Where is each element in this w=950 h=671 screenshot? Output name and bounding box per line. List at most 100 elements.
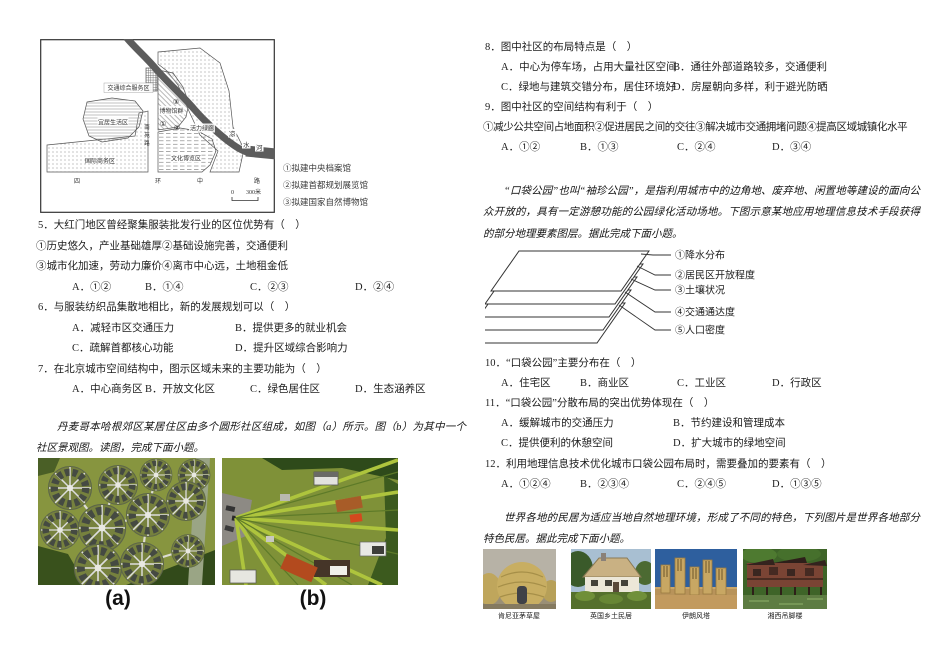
question-11-options-ab: A．缓解城市的交通压力 B．节约建设和管理成本 — [483, 414, 920, 434]
question-12-stem: 12．利用地理信息技术优化城市口袋公园布局时，需要叠加的要素有（ ） — [485, 458, 832, 470]
question-6-options-ab: A．减轻市区交通压力 B．提供更多的就业机会 — [36, 319, 466, 340]
figure-a-label: (a) — [105, 586, 131, 610]
map-label-business: 国际商务区 — [85, 157, 115, 165]
question-5-sub2: ③城市化加速，劳动力廉价④离市中心远，土地租金低 — [36, 261, 288, 272]
map-label-culture: 文化博览区 — [171, 155, 201, 163]
map-river-label: 凉 水 河 — [228, 129, 264, 152]
material-community-paragraph: 丹麦哥本哈根郊区某居住区由多个圆形社区组成，如图（a）所示。图（b）为其中一个社… — [36, 421, 466, 455]
option-c: C．绿地与建筑交错分布，居住环境好 — [501, 82, 677, 94]
option-d: D．扩大城市的绿地空间 — [673, 438, 786, 450]
option-a: A．缓解城市的交通压力 — [501, 418, 614, 430]
option-a: A．中心商务区 — [72, 384, 143, 395]
option-d: D．③④ — [772, 142, 812, 154]
photo-kenya-thatched-hut — [483, 548, 556, 609]
caption-iran: 伊朗风塔 — [682, 611, 710, 620]
option-a: A．减轻市区交通压力 — [72, 322, 175, 334]
question-11-stem: 11．“口袋公园”分散布局的突出优势体现在（ ） — [485, 398, 715, 410]
option-d: D．②④ — [355, 281, 395, 293]
map-road-ring-label: 四 环 中 路 — [74, 177, 260, 185]
figure-labels: (a) (b) — [36, 587, 466, 613]
option-a: A．①②④ — [501, 478, 551, 490]
question-5-stem: 5．大红门地区曾经聚集服装批发行业的区位优势有（ ） — [38, 220, 306, 231]
question-8-options-cd: C．绿地与建筑交错分布，居住环境好D．房屋朝向多样，利于避光防晒 — [483, 78, 920, 98]
option-b: B．节约建设和管理成本 — [673, 418, 786, 430]
svg-text:路: 路 — [144, 139, 150, 147]
legend-item: ①拟建中央档案馆 — [283, 163, 352, 173]
layer-label-precipitation: ①降水分布 — [675, 249, 725, 262]
map-region-labels: 交通综合服务区 博物馆群 活力绿廊 文化博览区 宜居生活区 国际商务区 — [85, 82, 215, 165]
question-8-options-ab: A．中心为停车场，占用大量社区空间B．通往外部道路较多，交通便利 — [483, 58, 920, 78]
photo-english-cottage — [571, 548, 651, 609]
option-b: B．通往外部道路较多，交通便利 — [673, 62, 828, 74]
option-b: B．提供更多的就业机会 — [235, 322, 348, 334]
option-b: B．①③ — [580, 142, 619, 154]
material-folk-houses-paragraph: 世界各地的民居为适应当地自然地理环境，形成了不同的特色，下列图片是世界各地部分特… — [483, 512, 920, 546]
question-7-stem: 7．在北京城市空间结构中，图示区域未来的主要功能为（ ） — [38, 363, 327, 375]
caption-xiangxi: 湘西吊脚楼 — [767, 611, 803, 620]
question-12-options: A．①②④ B．②③④ C．②④⑤ D．①③⑤ — [483, 475, 920, 495]
layer-leader-lines — [618, 253, 671, 331]
option-a: A．住宅区 — [501, 378, 551, 390]
question-5-sub1: ①历史悠久，产业基础雄厚②基础设施完善，交通便利 — [36, 240, 288, 252]
question-9-stem: 9．图中社区的空间结构有利于（ ） — [485, 102, 659, 114]
layer-label-population: ⑤人口密度 — [675, 324, 725, 337]
folk-photo-captions: 肯尼亚茅草屋 英国乡土民居 伊朗风塔 湘西吊脚楼 — [483, 611, 920, 625]
layer-label-soil: ③土壤状况 — [675, 284, 725, 297]
option-c: C．②④⑤ — [677, 478, 727, 490]
svg-text:南: 南 — [144, 123, 150, 131]
option-c: C．②③ — [250, 281, 289, 293]
map-label-vitality: 活力绿廊 — [190, 125, 214, 133]
figure-b-label: (b) — [299, 586, 327, 610]
option-c: C．提供便利的休憩空间 — [501, 438, 614, 450]
caption-kenya: 肯尼亚茅草屋 — [498, 611, 540, 620]
community-photos — [36, 457, 466, 585]
option-d: D．房屋朝向多样，利于避光防晒 — [673, 82, 828, 94]
svg-text:河: 河 — [256, 144, 263, 152]
question-6-options-cd: C．疏解首都核心功能 D．提升区域综合影响力 — [36, 339, 466, 360]
map-label-traffic: 交通综合服务区 — [107, 84, 149, 92]
left-column: 凉 水 河 交通综合服务区 博物馆群 活力绿廊 文化博览区 宜居生活 — [36, 0, 466, 613]
option-a: A．中心为停车场，占用大量社区空间 — [501, 62, 677, 74]
layer-sheet-1 — [490, 250, 650, 292]
option-d: D．生态涵养区 — [355, 384, 426, 395]
option-d: D．提升区域综合影响力 — [235, 343, 348, 354]
svg-text:水: 水 — [243, 140, 250, 149]
svg-text:300米: 300米 — [246, 188, 261, 196]
right-column: 8．图中社区的布局特点是（ ） A．中心为停车场，占用大量社区空间B．通往外部道… — [466, 0, 920, 625]
question-10-options: A．住宅区 B．商业区 C．工业区 D．行政区 — [483, 374, 920, 394]
map-marker-1: ① — [160, 120, 166, 128]
option-c: C．疏解首都核心功能 — [72, 343, 174, 354]
svg-text:路: 路 — [254, 177, 260, 185]
option-b: B．开放文化区 — [145, 384, 216, 395]
photo-circular-communities-aerial — [38, 457, 215, 585]
photo-iran-wind-towers — [655, 548, 737, 609]
planning-map-figure: 凉 水 河 交通综合服务区 博物馆群 活力绿廊 文化博览区 宜居生活 — [36, 0, 466, 216]
option-c: C．工业区 — [677, 378, 727, 390]
caption-england: 英国乡土民居 — [590, 611, 632, 620]
map-label-museum: 博物馆群 — [159, 107, 183, 115]
map-label-livable: 宜居生活区 — [98, 119, 128, 127]
option-a: A．①② — [501, 142, 541, 154]
question-10-stem: 10．“口袋公园”主要分布在（ ） — [485, 358, 642, 370]
legend-item: ③拟建国家自然博物馆 — [283, 197, 369, 207]
question-11-options-cd: C．提供便利的休憩空间 D．扩大城市的绿地空间 — [483, 434, 920, 454]
svg-text:凉: 凉 — [229, 129, 236, 138]
map-scale-bar: 0 300米 — [231, 188, 261, 201]
option-b: B．商业区 — [580, 378, 630, 390]
map-marker-3: ③ — [173, 98, 179, 106]
svg-text:0: 0 — [231, 190, 234, 196]
question-8-stem: 8．图中社区的布局特点是（ ） — [485, 42, 638, 53]
photo-community-landscape — [222, 457, 398, 585]
option-b: B．②③④ — [580, 478, 630, 490]
option-d: D．行政区 — [772, 378, 822, 390]
map-river — [123, 39, 275, 160]
option-c: C．绿色居住区 — [250, 384, 321, 395]
map-marker-2: ② — [174, 124, 180, 132]
option-d: D．①③⑤ — [772, 478, 822, 490]
layer-label-openness: ②居民区开放程度 — [675, 269, 755, 282]
map-site-markers: ③ ① ② — [160, 98, 180, 132]
